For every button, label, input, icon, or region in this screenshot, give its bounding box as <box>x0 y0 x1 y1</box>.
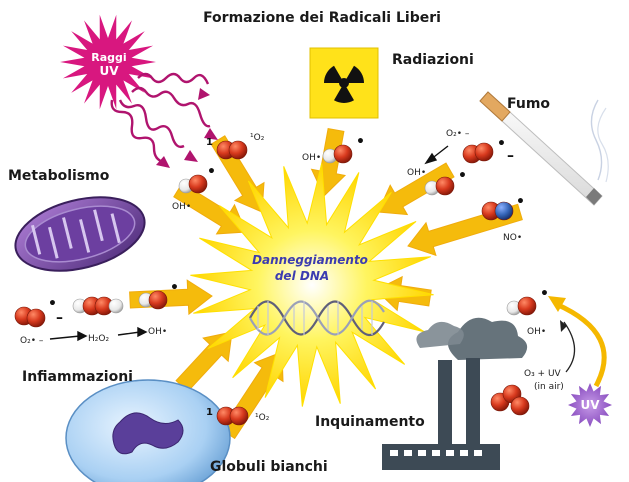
inflammation-label: Infiammazioni <box>22 369 133 385</box>
molecule-labels: 1 ¹O₂ OH• OH• O₂• – OH• NO• O₂• – H₂O₂ O… <box>20 129 546 423</box>
no-label-smoke: NO• <box>503 233 522 243</box>
smoke-label: Fumo <box>507 96 550 112</box>
charge-dash: – <box>507 148 514 164</box>
singlet-o2-label-uv: ¹O₂ <box>250 133 265 143</box>
uv-small-label: UV <box>580 398 600 412</box>
mitochondrion-icon <box>14 196 146 272</box>
radiation-label: Radiazioni <box>392 52 474 68</box>
uv-wavy-rays-icon <box>110 72 211 164</box>
curved-arrow-up <box>563 321 576 373</box>
h2o2-label: H₂O₂ <box>88 334 109 344</box>
oxygen-atom <box>26 308 46 328</box>
radical-dot: • <box>497 136 506 152</box>
oxygen-atom <box>228 140 248 160</box>
oxygen-atom <box>510 396 530 416</box>
molecules-group: ••••••••–– <box>14 134 549 426</box>
metabolism-source: Metabolismo <box>8 168 146 272</box>
radical-dot: • <box>207 164 216 180</box>
pollution-label: Inquinamento <box>315 414 425 430</box>
uv-star-icon <box>60 14 156 110</box>
oh-label-pollution: OH• <box>527 327 546 337</box>
center-label-line1: Danneggiamento <box>252 253 368 267</box>
oxygen-atom <box>188 174 208 194</box>
superoxide-label-metabolism: O₂• – <box>20 336 44 346</box>
uv-ray-arrowhead <box>184 150 198 162</box>
radical-dot: • <box>458 168 467 184</box>
oh-label-uv: OH• <box>172 202 191 212</box>
smoke-source: Fumo <box>479 91 609 206</box>
hydrogen-atom <box>108 298 124 314</box>
uv-ray-arrowhead <box>156 156 170 168</box>
uv-label-line1: Raggi <box>91 51 126 64</box>
uv-rays-source: Raggi UV <box>60 14 218 168</box>
title: Formazione dei Radicali Liberi <box>203 10 441 26</box>
cell-nucleus-icon <box>112 412 184 455</box>
burst-star <box>190 163 434 407</box>
curved-arrowhead <box>560 320 567 332</box>
one-label-uv: 1 <box>206 137 213 148</box>
radical-dot: • <box>170 280 179 296</box>
center-label-line2: del DNA <box>275 269 329 283</box>
in-air-label: (in air) <box>534 382 564 392</box>
oxygen-atom <box>333 144 353 164</box>
oxygen-atom <box>148 290 168 310</box>
factory-icon <box>382 317 528 470</box>
central-burst: Danneggiamento del DNA <box>190 163 434 407</box>
oh-label-smoke: OH• <box>407 168 426 178</box>
radical-dot: • <box>516 194 525 210</box>
radical-dot: • <box>540 286 549 302</box>
yellow-arrow <box>175 331 233 393</box>
ozone-uv-label: O₃ + UV <box>524 369 562 379</box>
radical-dot: • <box>48 296 57 312</box>
nitrogen-atom <box>494 201 514 221</box>
oxygen-atom <box>474 142 494 162</box>
radiation-source: Radiazioni <box>309 47 474 119</box>
pollution-source: Inquinamento UV O₃ + UV (in air) <box>315 296 612 470</box>
white-cells-source: Globuli bianchi <box>65 379 328 482</box>
uv-ray-arrowhead <box>204 128 218 140</box>
radical-dot: • <box>356 134 365 150</box>
uv-label-line2: UV <box>99 64 119 78</box>
one-label-cells: 1 <box>206 407 213 418</box>
uv-ray-arrowhead <box>198 88 210 100</box>
white-cells-label: Globuli bianchi <box>210 459 328 475</box>
oxygen-atom <box>435 176 455 196</box>
radiation-trefoil-icon <box>324 65 364 103</box>
curved-arrow-to-radical <box>554 301 607 388</box>
oh-label-radiation: OH• <box>302 153 321 163</box>
singlet-o2-label-cells: ¹O₂ <box>255 413 270 423</box>
oxygen-atom <box>229 406 249 426</box>
reaction-arrows <box>49 145 449 342</box>
metabolism-label: Metabolismo <box>8 168 110 184</box>
uv-small-star-icon <box>568 383 612 427</box>
curved-arrowhead <box>548 296 566 312</box>
dna-helix-icon <box>249 299 385 337</box>
oh-label-metabolism: OH• <box>148 327 167 337</box>
charge-dash: – <box>56 310 63 326</box>
superoxide-label-smoke: O₂• – <box>446 129 470 139</box>
cigarette-icon <box>479 91 609 206</box>
oxygen-atom <box>517 296 537 316</box>
